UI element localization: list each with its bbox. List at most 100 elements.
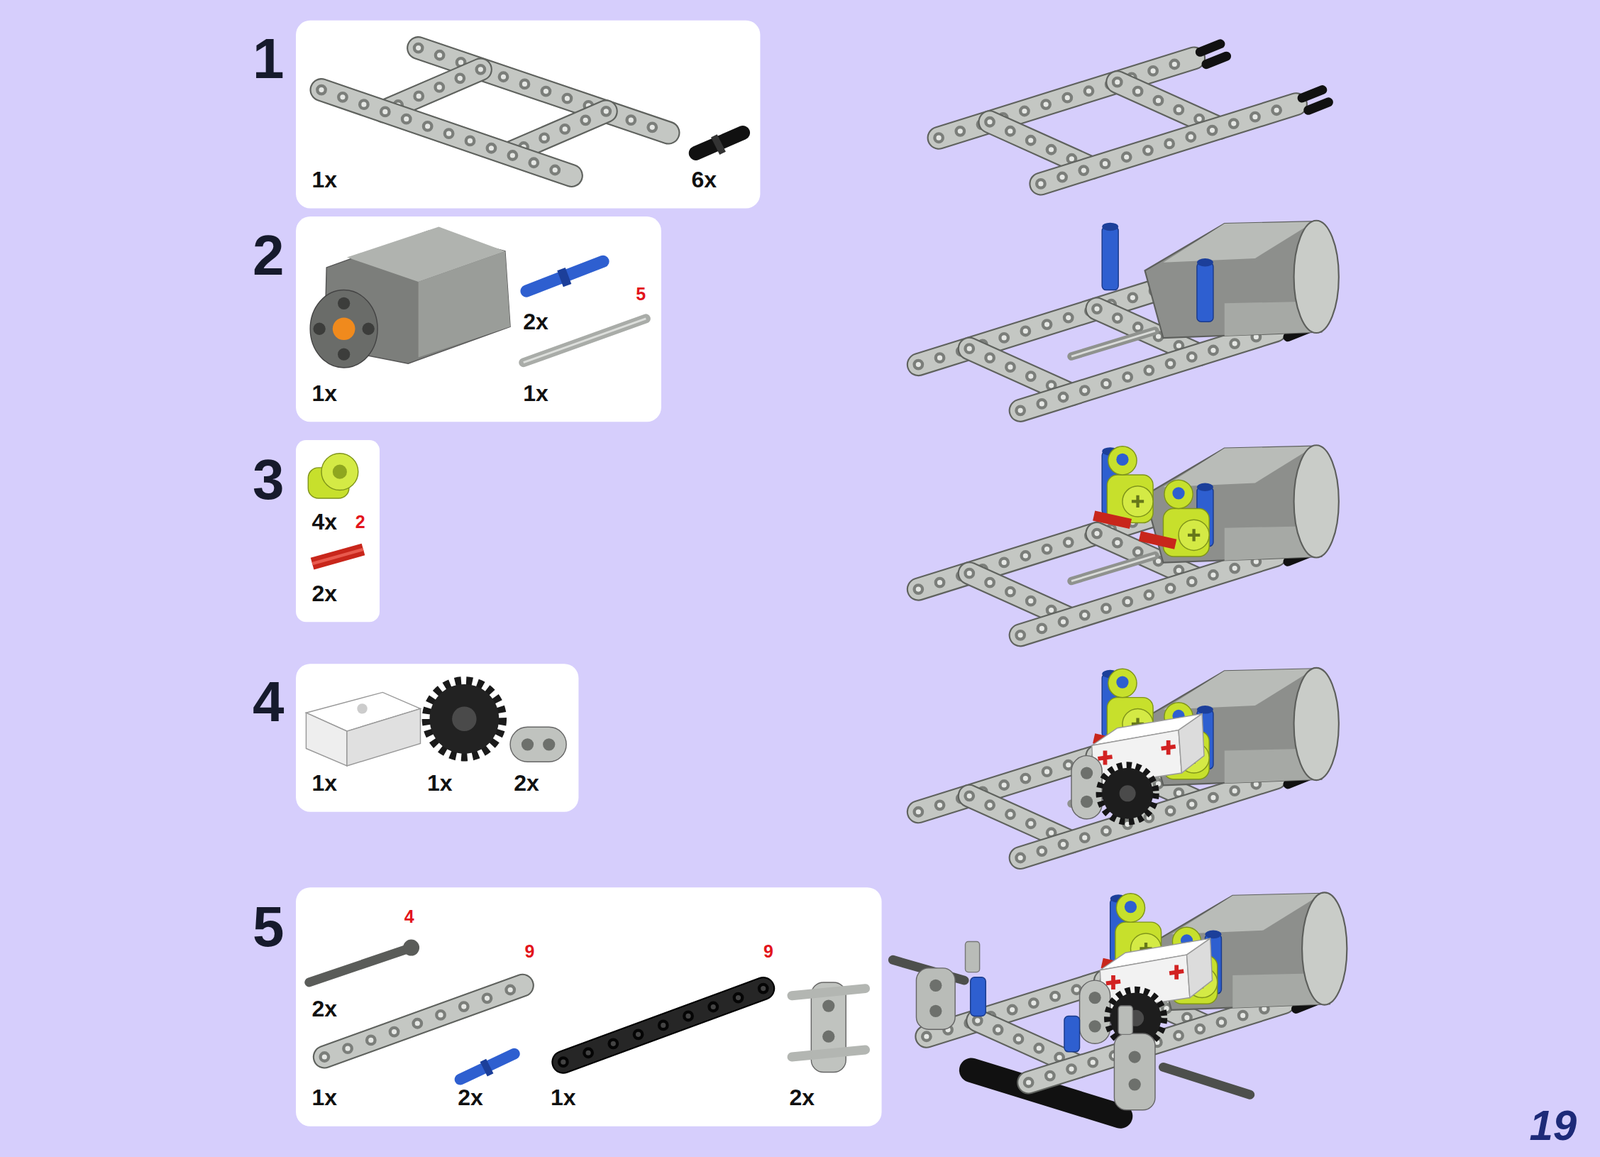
part-quantity: 2x: [789, 1085, 816, 1109]
model-step: [1079, 938, 1213, 1046]
model-step: [938, 43, 1329, 184]
model-step: [1128, 1077, 1141, 1090]
callout-number: 4: [404, 907, 415, 926]
parts-panel: 21x2x51x: [295, 216, 662, 422]
connector-part: [332, 464, 347, 479]
model-step: [1094, 446, 1210, 557]
model-step: [929, 979, 942, 992]
connector-part: [791, 1049, 866, 1057]
part-quantity: 1x: [312, 771, 338, 794]
gear-part: [426, 681, 502, 757]
part-quantity: 1x: [312, 381, 338, 405]
part-quantity: 1x: [522, 381, 549, 405]
page-number: 19: [1529, 1104, 1577, 1147]
callout-number: 9: [524, 942, 535, 960]
sensor-part: [356, 703, 367, 714]
step-number: 4: [252, 673, 285, 731]
step-number: 1: [252, 30, 285, 88]
connector-part: [542, 737, 555, 750]
motor-part: [337, 348, 350, 361]
pin-part: [483, 1065, 491, 1069]
frame-part: [321, 48, 669, 176]
gear-part: [429, 683, 499, 754]
part-quantity: 1x: [550, 1085, 577, 1109]
frame-part: [321, 90, 572, 176]
step-number: 2: [252, 227, 285, 284]
part-quantity: 4x: [312, 510, 338, 533]
pin-part: [715, 142, 722, 146]
motor-part: [313, 322, 326, 335]
parts-panels: [295, 20, 882, 1127]
part-quantity: 1x: [312, 1085, 338, 1109]
connector-part: [510, 726, 567, 762]
motor-part: [332, 317, 356, 340]
axle-part: [403, 939, 420, 956]
gear-part: [426, 681, 502, 757]
beam-part: [324, 984, 523, 1057]
axle-part: [309, 939, 420, 982]
model-step: [970, 977, 987, 1017]
model-step: [918, 444, 1339, 636]
connector-part: [791, 981, 866, 1073]
axle-part: [312, 549, 364, 564]
parts-panel: 54992x1x2x1x2x: [295, 886, 882, 1127]
sensor-part: [305, 691, 421, 766]
beam-part: [563, 988, 764, 1063]
model-step: [918, 220, 1339, 411]
frame-part: [321, 90, 572, 176]
connector-part: [510, 726, 567, 762]
model-step: [1118, 1005, 1133, 1034]
part-quantity: 1x: [312, 168, 338, 191]
axle-part: [312, 549, 364, 564]
connector-part: [521, 737, 534, 750]
parts-panels: [295, 886, 882, 1127]
part-quantity: 2x: [312, 996, 338, 1020]
pin-part: [460, 1053, 515, 1080]
gear-part: [451, 706, 477, 732]
model-step: [926, 891, 1348, 1083]
model-step: [892, 891, 1347, 1116]
parts-panels: [295, 663, 579, 812]
connector-part: [307, 453, 358, 499]
step-number: 3: [252, 451, 285, 509]
parts-panels: [295, 20, 760, 209]
connector-part: [321, 453, 359, 491]
motor-part: [310, 226, 511, 368]
connector-part: [822, 1030, 835, 1043]
callout-number: 9: [763, 942, 774, 960]
connector-part: [791, 988, 866, 996]
callout-number: 2: [355, 512, 366, 531]
beam-part: [324, 984, 523, 1057]
beam-part: [563, 988, 764, 1063]
parts-panels: [295, 216, 662, 422]
parts-panel: 34x22x: [295, 439, 380, 622]
motor-part: [337, 297, 350, 310]
part-quantity: 6x: [691, 168, 718, 191]
parts-panels: [295, 439, 380, 622]
model-step: [918, 667, 1339, 858]
part-quantity: 2x: [457, 1085, 484, 1109]
motor-part: [418, 251, 511, 358]
beam-part: [563, 988, 764, 1063]
beam-part: [563, 988, 764, 1063]
model-step: [1162, 1066, 1250, 1095]
beam-part: [563, 988, 764, 1063]
beam-part: [324, 984, 523, 1057]
part-quantity: 2x: [312, 581, 338, 605]
model-step: [1128, 1050, 1141, 1063]
motor-part: [310, 290, 378, 368]
sensor-part: [346, 708, 421, 766]
model-step: [929, 1004, 942, 1017]
connector-part: [822, 999, 835, 1012]
model-step: [964, 940, 980, 972]
frame-part: [321, 90, 572, 176]
frame-part: [321, 90, 572, 176]
step-number: 5: [252, 898, 285, 956]
beam-part: [324, 984, 523, 1057]
model-step: [1064, 1015, 1080, 1051]
pin-part: [526, 261, 604, 291]
motor-part: [362, 322, 375, 335]
pin-part: [526, 261, 604, 291]
